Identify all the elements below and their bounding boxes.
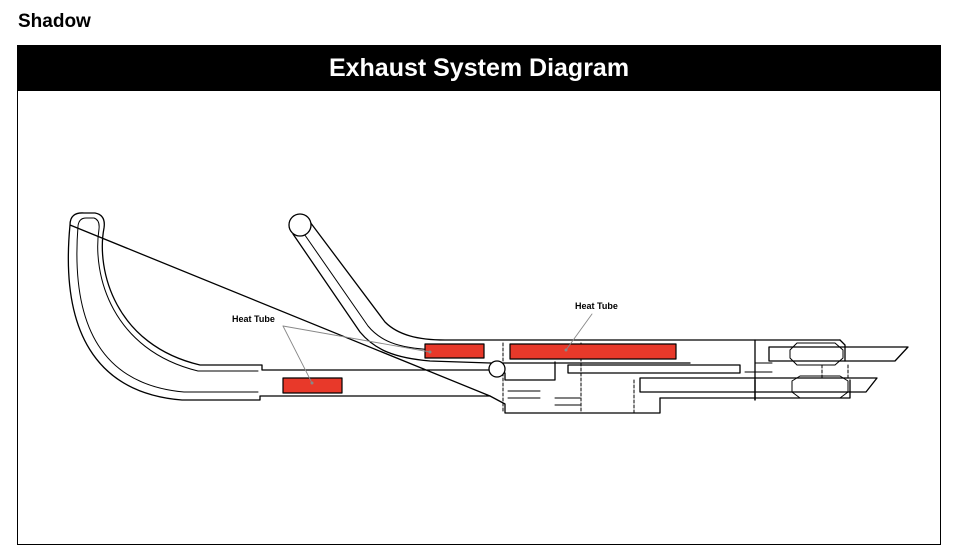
rear-header-flange bbox=[288, 213, 312, 237]
crossover-clamp bbox=[488, 360, 506, 378]
rear-header-pipe bbox=[288, 213, 841, 364]
heat-tube-label-left: Heat Tube bbox=[232, 314, 275, 324]
heat-tube-rear bbox=[424, 343, 485, 359]
front-header-pipe bbox=[67, 212, 491, 401]
heat-tube-front bbox=[282, 377, 343, 394]
heat-tube-crossover bbox=[509, 343, 677, 360]
title-bar: Exhaust System Diagram bbox=[18, 46, 940, 91]
diagram-frame: Exhaust System Diagram bbox=[17, 45, 941, 545]
diagram-title: Exhaust System Diagram bbox=[328, 54, 630, 82]
collector-body bbox=[488, 342, 691, 414]
callout-lines bbox=[282, 313, 593, 384]
page-heading: Shadow bbox=[18, 11, 91, 32]
heat-tube-label-right: Heat Tube bbox=[575, 301, 618, 311]
lower-muffler bbox=[639, 364, 878, 401]
